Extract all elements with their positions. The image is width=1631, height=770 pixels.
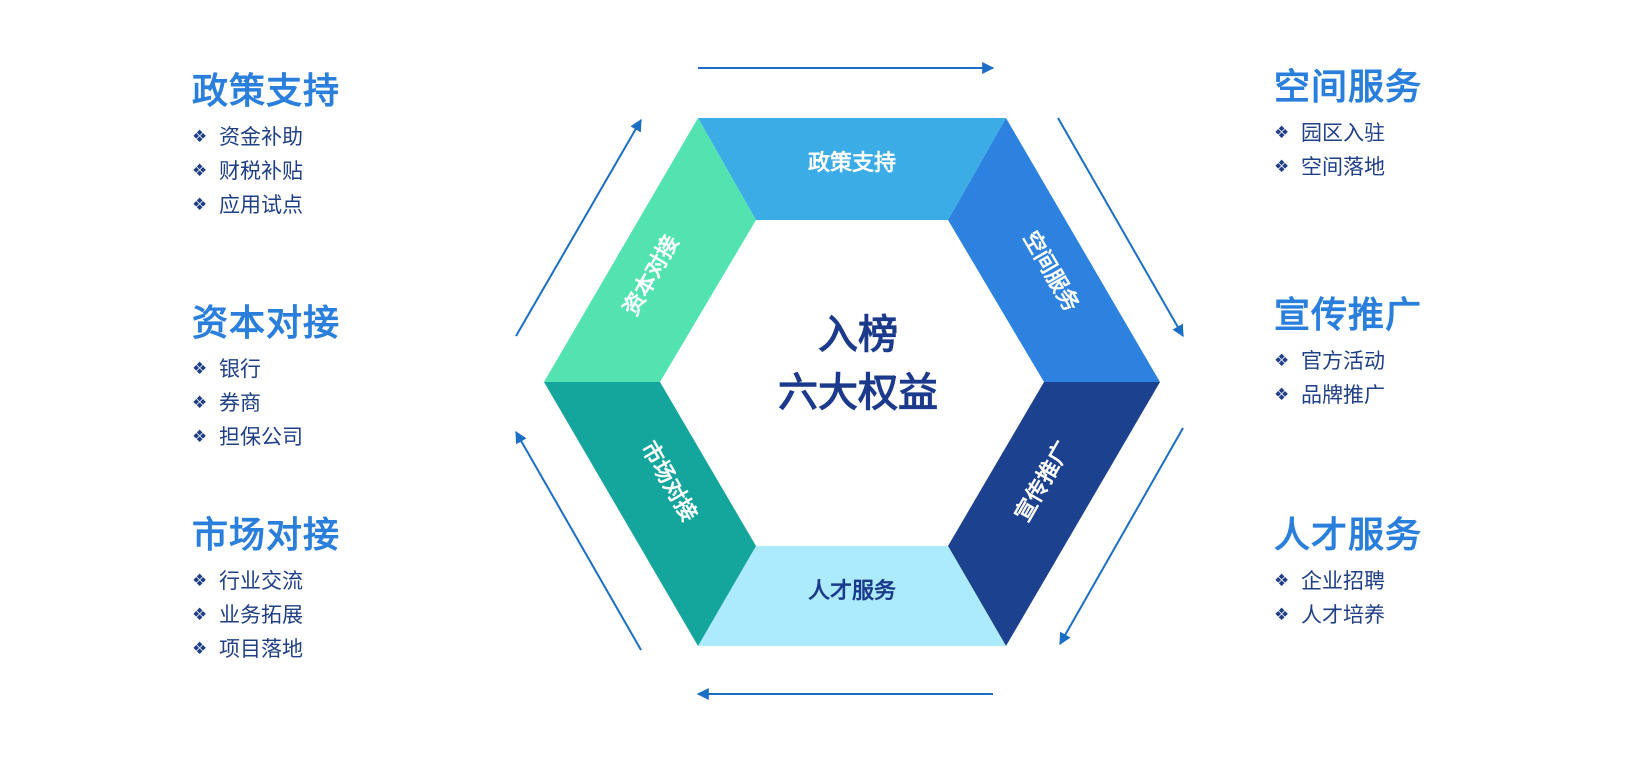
list-item: ❖ 企业招聘 <box>1274 564 1422 598</box>
group-talent: 人才服务 ❖ 企业招聘 ❖ 人才培养 <box>1274 514 1422 632</box>
diamond-bullet-icon: ❖ <box>1274 123 1290 143</box>
diamond-bullet-icon: ❖ <box>192 571 208 591</box>
list-item: ❖ 人才培养 <box>1274 598 1422 632</box>
list-item-label: 空间落地 <box>1301 155 1385 179</box>
group-list-space: ❖ 园区入驻 ❖ 空间落地 <box>1274 116 1422 184</box>
list-item: ❖ 应用试点 <box>192 188 340 222</box>
list-item-label: 应用试点 <box>219 193 303 217</box>
list-item-label: 银行 <box>219 357 261 381</box>
diamond-bullet-icon: ❖ <box>192 605 208 625</box>
group-promo: 宣传推广 ❖ 官方活动 ❖ 品牌推广 <box>1274 294 1422 412</box>
list-item: ❖ 行业交流 <box>192 564 340 598</box>
segment-bottom <box>698 546 1006 646</box>
list-item-label: 财税补贴 <box>219 159 303 183</box>
group-title-promo: 宣传推广 <box>1274 295 1423 336</box>
group-policy: 政策支持 ❖ 资金补助 ❖ 财税补贴 ❖ 应用试点 <box>192 70 340 222</box>
list-item: ❖ 官方活动 <box>1274 344 1422 378</box>
list-item: ❖ 银行 <box>192 352 340 386</box>
list-item: ❖ 业务拓展 <box>192 598 340 632</box>
diamond-bullet-icon: ❖ <box>1274 571 1290 591</box>
diamond-bullet-icon: ❖ <box>192 359 208 379</box>
arrow-lower-left <box>515 430 642 651</box>
segment-upper-left <box>544 118 756 382</box>
center-title-line2: 六大权益 <box>778 370 938 416</box>
list-item-label: 行业交流 <box>219 569 303 593</box>
group-title-policy: 政策支持 <box>192 71 341 112</box>
group-list-policy: ❖ 资金补助 ❖ 财税补贴 ❖ 应用试点 <box>192 120 340 222</box>
arrow-lower-right <box>1059 427 1184 646</box>
list-item: ❖ 担保公司 <box>192 420 340 454</box>
list-item-label: 资金补助 <box>219 125 303 149</box>
segment-lower-left <box>544 382 756 646</box>
segment-lower-right <box>948 382 1160 646</box>
list-item-label: 项目落地 <box>219 637 303 661</box>
list-item: ❖ 园区入驻 <box>1274 116 1422 150</box>
list-item: ❖ 财税补贴 <box>192 154 340 188</box>
diamond-bullet-icon: ❖ <box>1274 157 1290 177</box>
list-item-label: 担保公司 <box>219 425 303 449</box>
segment-label-top: 政策支持 <box>808 150 896 176</box>
group-capital: 资本对接 ❖ 银行 ❖ 券商 ❖ 担保公司 <box>192 302 340 454</box>
list-item-label: 业务拓展 <box>219 603 303 627</box>
list-item-label: 人才培养 <box>1301 603 1385 627</box>
diamond-bullet-icon: ❖ <box>192 427 208 447</box>
list-item: ❖ 券商 <box>192 386 340 420</box>
group-list-capital: ❖ 银行 ❖ 券商 ❖ 担保公司 <box>192 352 340 454</box>
diamond-bullet-icon: ❖ <box>1274 605 1290 625</box>
arrow-upper-left <box>515 118 642 337</box>
segment-upper-right <box>948 118 1160 382</box>
group-list-talent: ❖ 企业招聘 ❖ 人才培养 <box>1274 564 1422 632</box>
group-title-space: 空间服务 <box>1274 67 1423 108</box>
center-title-line1: 入榜 <box>818 312 898 358</box>
arrow-upper-right <box>1057 117 1184 338</box>
group-list-market: ❖ 行业交流 ❖ 业务拓展 ❖ 项目落地 <box>192 564 340 666</box>
segment-top <box>698 118 1006 220</box>
diamond-bullet-icon: ❖ <box>192 195 208 215</box>
diamond-bullet-icon: ❖ <box>192 639 208 659</box>
diamond-bullet-icon: ❖ <box>192 127 208 147</box>
group-market: 市场对接 ❖ 行业交流 ❖ 业务拓展 ❖ 项目落地 <box>192 514 340 666</box>
list-item-label: 品牌推广 <box>1301 383 1385 407</box>
list-item-label: 园区入驻 <box>1301 121 1385 145</box>
list-item-label: 官方活动 <box>1301 349 1385 373</box>
group-title-talent: 人才服务 <box>1274 515 1423 556</box>
diamond-bullet-icon: ❖ <box>192 393 208 413</box>
group-title-market: 市场对接 <box>192 515 341 556</box>
list-item: ❖ 空间落地 <box>1274 150 1422 184</box>
list-item-label: 企业招聘 <box>1301 569 1385 593</box>
list-item: ❖ 品牌推广 <box>1274 378 1422 412</box>
segment-label-bottom: 人才服务 <box>808 578 897 604</box>
group-space: 空间服务 ❖ 园区入驻 ❖ 空间落地 <box>1274 66 1422 184</box>
diamond-bullet-icon: ❖ <box>1274 351 1290 371</box>
list-item: ❖ 资金补助 <box>192 120 340 154</box>
list-item-label: 券商 <box>219 391 261 415</box>
group-list-promo: ❖ 官方活动 ❖ 品牌推广 <box>1274 344 1422 412</box>
diamond-bullet-icon: ❖ <box>1274 385 1290 405</box>
group-title-capital: 资本对接 <box>192 303 341 344</box>
list-item: ❖ 项目落地 <box>192 632 340 666</box>
diamond-bullet-icon: ❖ <box>192 161 208 181</box>
